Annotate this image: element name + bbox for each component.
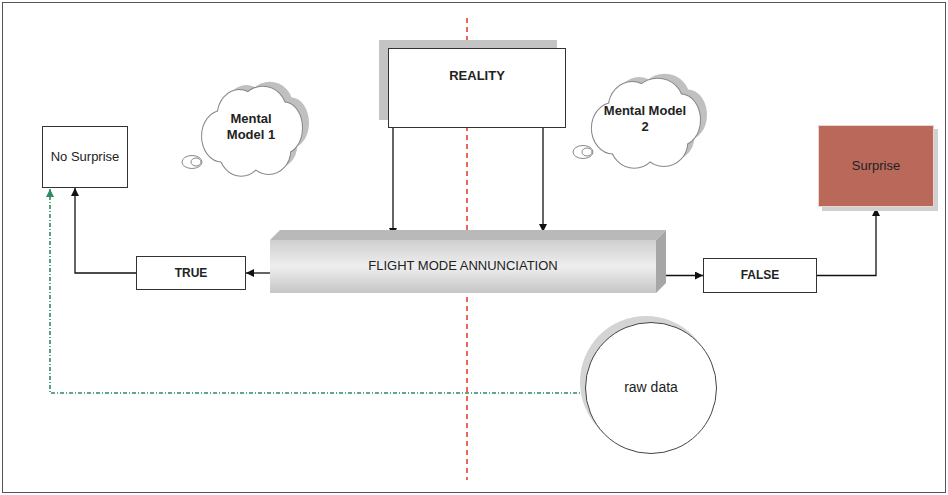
data-circle: raw data: [585, 322, 717, 454]
circle-outline: [586, 323, 717, 454]
thought-bubble: [182, 156, 202, 169]
connector: [392, 128, 393, 236]
band-front: [270, 240, 656, 293]
connector: [542, 128, 543, 232]
connector: [666, 275, 703, 276]
band-side: [656, 230, 666, 293]
cloud-lobe: [611, 121, 658, 168]
outcome-box: Surprise: [818, 125, 934, 207]
thought-cloud-outline: [566, 78, 700, 170]
reality-box: REALITY: [388, 48, 566, 128]
band-top: [270, 230, 666, 240]
thought-cloud: Mental Model 2: [566, 78, 700, 170]
node-label: Surprise: [852, 158, 900, 174]
result-box: TRUE: [136, 256, 246, 290]
thought-bubble: [573, 146, 593, 159]
box-outline: [819, 126, 934, 207]
box-outline: [389, 49, 566, 128]
thought-cloud: Mental Model 1: [176, 86, 302, 178]
cloud-lobe: [611, 121, 658, 168]
reality-box-outline: [388, 48, 566, 128]
node-label: Mental Model 2: [600, 103, 690, 136]
node-label: REALITY: [449, 68, 505, 84]
node-label: TRUE: [175, 266, 208, 281]
connector: [246, 272, 270, 273]
outcome-box: No Surprise: [42, 126, 128, 188]
frame: [3, 3, 946, 493]
node-label: FLIGHT MODE ANNUNCIATION: [368, 258, 557, 274]
result-box: FALSE: [703, 258, 817, 293]
annunciation-band: FLIGHT MODE ANNUNCIATION: [270, 230, 666, 293]
thought-bubble: [191, 158, 201, 166]
connector: [817, 208, 876, 276]
node-label: FALSE: [741, 268, 780, 283]
node-label: No Surprise: [51, 149, 120, 165]
node-label: Mental Model 1: [210, 111, 292, 144]
thought-bubble: [582, 148, 592, 156]
connector: [75, 188, 136, 273]
node-label: raw data: [624, 379, 678, 397]
